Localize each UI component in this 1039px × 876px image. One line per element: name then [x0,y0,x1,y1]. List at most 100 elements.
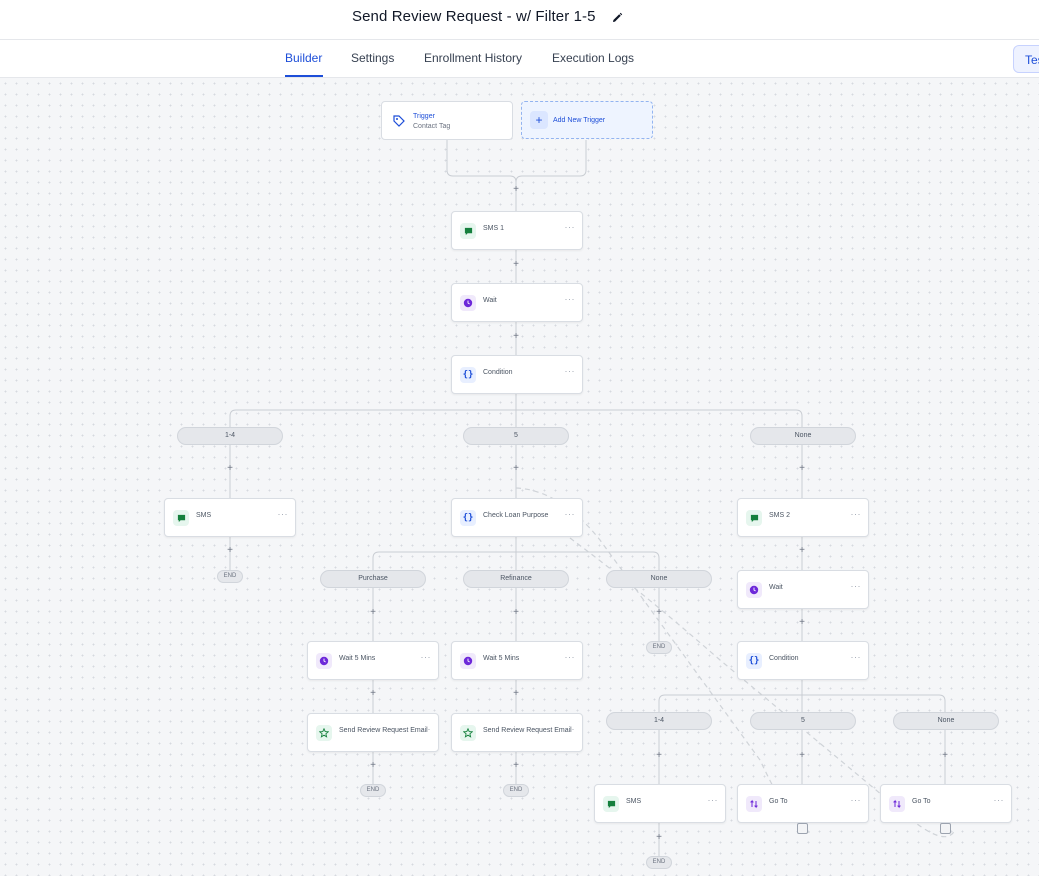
edit-title-button[interactable] [608,9,626,27]
node-label: Send Review Request Email [483,727,572,734]
add-step-button[interactable]: + [513,331,519,342]
add-step-button[interactable]: + [656,750,662,761]
node-wait-1[interactable]: Wait ··· [451,283,583,322]
tab-enrollment-history[interactable]: Enrollment History [424,51,523,65]
node-check-loan-purpose[interactable]: {} Check Loan Purpose ··· [451,498,583,537]
add-step-button[interactable]: + [370,688,376,699]
link-target-icon[interactable] [797,823,808,834]
branch-pill-none[interactable]: None [750,427,856,445]
branch-pill-none[interactable]: None [606,570,712,588]
goto-arrows-icon [889,796,905,812]
braces-icon: {} [746,653,762,669]
more-options-icon[interactable]: ··· [850,795,861,805]
trigger-title: Trigger [413,113,435,120]
add-step-button[interactable]: + [942,750,948,761]
node-go-to-1[interactable]: Go To ··· [737,784,869,823]
branch-pill-purchase[interactable]: Purchase [320,570,426,588]
node-condition-2[interactable]: {} Condition ··· [737,641,869,680]
add-step-button[interactable]: + [656,607,662,618]
branch-pill-1-4[interactable]: 1-4 [606,712,712,730]
builder-canvas[interactable] [0,78,1039,876]
braces-icon: {} [460,510,476,526]
node-wait-5-mins-purchase[interactable]: Wait 5 Mins ··· [307,641,439,680]
add-step-button[interactable]: + [513,259,519,270]
add-trigger-label: Add New Trigger [553,117,606,124]
workflow-title: Send Review Request - w/ Filter 1-5 [352,8,596,25]
add-step-button[interactable]: + [513,760,519,771]
more-options-icon[interactable]: ··· [564,509,575,519]
trigger-node[interactable]: Trigger Contact Tag [381,101,513,140]
branch-pill-5[interactable]: 5 [750,712,856,730]
node-wait-2[interactable]: Wait ··· [737,570,869,609]
add-step-button[interactable]: + [227,463,233,474]
more-options-icon[interactable]: ··· [564,294,575,304]
goto-arrows-icon [746,796,762,812]
node-send-review-email-refinance[interactable]: Send Review Request Email ··· [451,713,583,752]
workflow-header: Send Review Request - w/ Filter 1-5 [0,0,1039,40]
add-step-button[interactable]: + [513,607,519,618]
more-options-icon[interactable]: ··· [277,509,288,519]
more-options-icon[interactable]: ··· [420,724,431,734]
end-marker: END [646,856,672,869]
branch-pill-none[interactable]: None [893,712,999,730]
add-step-button[interactable]: + [799,617,805,628]
tab-settings[interactable]: Settings [351,51,395,65]
chat-icon [603,796,619,812]
clock-icon [460,653,476,669]
clock-icon [316,653,332,669]
node-label: Wait 5 Mins [339,655,376,662]
node-label: SMS 2 [769,512,791,519]
node-go-to-2[interactable]: Go To ··· [880,784,1012,823]
more-options-icon[interactable]: ··· [564,222,575,232]
node-condition-1[interactable]: {} Condition ··· [451,355,583,394]
more-options-icon[interactable]: ··· [850,581,861,591]
add-step-button[interactable]: + [513,184,519,195]
tab-execution-logs[interactable]: Execution Logs [552,51,635,65]
add-new-trigger-button[interactable]: + Add New Trigger [521,101,653,139]
active-tab-indicator [285,75,323,77]
add-step-button[interactable]: + [799,463,805,474]
end-marker: END [646,641,672,654]
link-target-icon[interactable] [940,823,951,834]
more-options-icon[interactable]: ··· [420,652,431,662]
add-step-button[interactable]: + [656,832,662,843]
chat-icon [173,510,189,526]
node-sms-bottom[interactable]: SMS ··· [594,784,726,823]
add-step-button[interactable]: + [227,545,233,556]
add-step-button[interactable]: + [799,750,805,761]
trigger-subtitle: Contact Tag [413,123,451,130]
more-options-icon[interactable]: ··· [564,652,575,662]
more-options-icon[interactable]: ··· [707,795,718,805]
branch-pill-5[interactable]: 5 [463,427,569,445]
node-sms-1[interactable]: SMS 1 ··· [451,211,583,250]
node-label: Send Review Request Email [339,727,428,734]
more-options-icon[interactable]: ··· [993,795,1004,805]
clock-icon [460,295,476,311]
tabs-bar: Builder Settings Enrollment History Exec… [0,40,1039,78]
node-wait-5-mins-refinance[interactable]: Wait 5 Mins ··· [451,641,583,680]
more-options-icon[interactable]: ··· [850,509,861,519]
plus-icon: + [530,111,548,129]
branch-pill-refinance[interactable]: Refinance [463,570,569,588]
add-step-button[interactable]: + [370,760,376,771]
node-label: Condition [483,369,513,376]
node-label: SMS 1 [483,225,505,232]
add-step-button[interactable]: + [370,607,376,618]
add-step-button[interactable]: + [513,463,519,474]
chat-icon [746,510,762,526]
node-sms-left[interactable]: SMS ··· [164,498,296,537]
node-sms-2[interactable]: SMS 2 ··· [737,498,869,537]
more-options-icon[interactable]: ··· [564,724,575,734]
branch-pill-1-4[interactable]: 1-4 [177,427,283,445]
node-label: Check Loan Purpose [483,512,549,519]
node-label: Wait [483,297,497,304]
add-step-button[interactable]: + [799,545,805,556]
more-options-icon[interactable]: ··· [564,366,575,376]
end-marker: END [360,784,386,797]
add-step-button[interactable]: + [513,688,519,699]
node-send-review-email-purchase[interactable]: Send Review Request Email ··· [307,713,439,752]
test-workflow-button[interactable]: Tes [1013,45,1039,73]
clock-icon [746,582,762,598]
more-options-icon[interactable]: ··· [850,652,861,662]
tab-builder[interactable]: Builder [285,51,323,65]
